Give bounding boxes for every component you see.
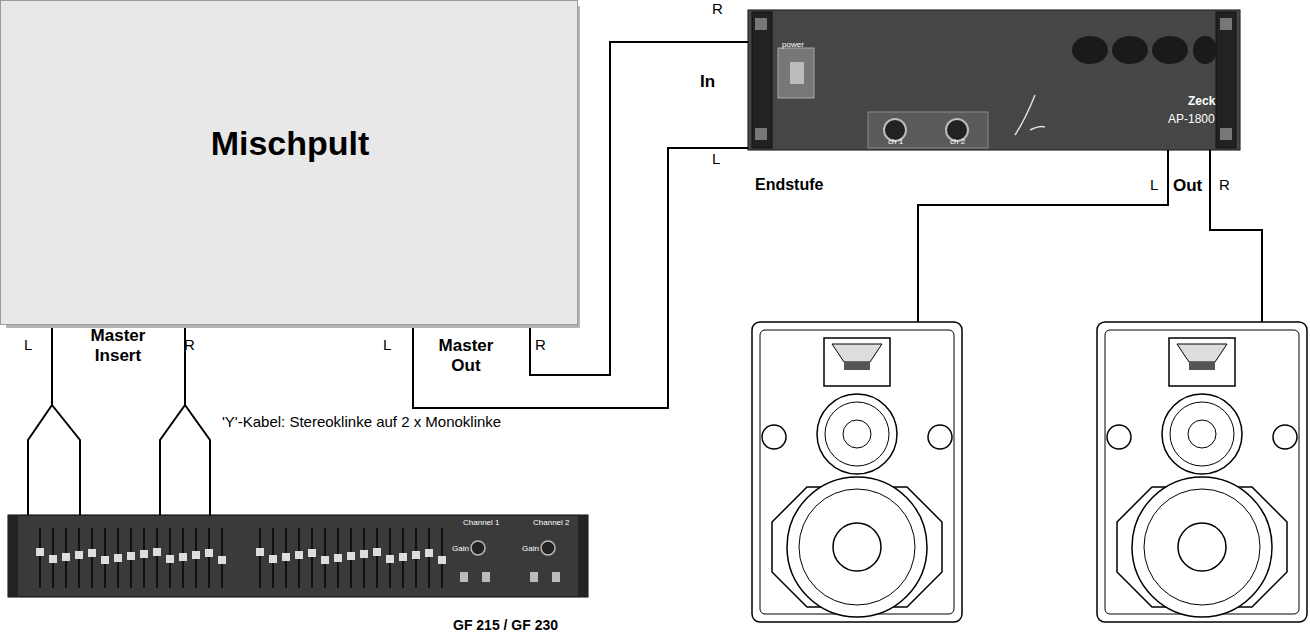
- channel-label: L: [1150, 176, 1158, 193]
- fader-knob: [425, 549, 433, 557]
- fader-knob: [256, 548, 264, 556]
- cable: [28, 325, 80, 515]
- fader-knob: [153, 548, 161, 556]
- fader-knob: [49, 555, 57, 563]
- fader-knob: [412, 551, 420, 559]
- fader-slot: [311, 528, 313, 588]
- node-title: Endstufe: [755, 176, 823, 194]
- fader-knob: [192, 551, 200, 559]
- fader-knob: [373, 548, 381, 556]
- fader-knob: [36, 548, 44, 556]
- fader-slot: [91, 528, 93, 588]
- node-title: Mischpult: [211, 124, 370, 163]
- channel-label: L: [712, 150, 720, 167]
- fader-knob: [438, 556, 446, 564]
- fader-slot: [39, 528, 41, 588]
- equalizer-front: [8, 515, 588, 597]
- fader-knob: [321, 556, 329, 564]
- fader-knob: [386, 555, 394, 563]
- equalizer-box: GF 215 / GF 230Channel 1Channel 2GainGai…: [8, 515, 588, 597]
- amplifier-box: Endstufepowerch 1ch 2ZeckAP-1800: [748, 10, 1240, 150]
- channel-label: R: [535, 336, 546, 353]
- cable: [160, 325, 210, 515]
- channel-label: R: [1219, 176, 1230, 193]
- fader-knob: [101, 556, 109, 564]
- fader-slot: [428, 528, 430, 588]
- panel-text: Zeck: [1188, 94, 1215, 108]
- channel-label: L: [24, 336, 32, 353]
- amplifier-front: [748, 10, 1240, 150]
- port-label: Out: [1173, 176, 1202, 196]
- fader-knob: [140, 550, 148, 558]
- panel-text: Channel 1: [463, 518, 499, 527]
- channel-label: In: [700, 72, 715, 92]
- port-label: Master Insert: [83, 326, 153, 366]
- node-title: GF 215 / GF 230: [453, 617, 558, 633]
- fader-knob: [166, 555, 174, 563]
- port-label: 'Y'-Kabel: Stereoklinke auf 2 x Monoklin…: [222, 413, 501, 430]
- fader-knob: [88, 549, 96, 557]
- mixer-box: Mischpult: [0, 0, 578, 325]
- fader-slot: [156, 528, 158, 588]
- fader-slot: [376, 528, 378, 588]
- panel-text: ch 2: [950, 137, 965, 146]
- fader-knob: [399, 553, 407, 561]
- panel-text: Gain: [452, 544, 469, 553]
- panel-text: power: [782, 40, 804, 49]
- fader-knob: [282, 553, 290, 561]
- fader-knob: [114, 554, 122, 562]
- fader-knob: [334, 554, 342, 562]
- panel-text: ch 1: [888, 137, 903, 146]
- fader-knob: [269, 555, 277, 563]
- channel-label: R: [184, 336, 195, 353]
- channel-label: L: [383, 336, 391, 353]
- fader-slot: [208, 528, 210, 588]
- fader-knob: [347, 552, 355, 560]
- fader-knob: [75, 551, 83, 559]
- fader-slot: [259, 528, 261, 588]
- fader-knob: [295, 551, 303, 559]
- fader-knob: [218, 556, 226, 564]
- channel-label: R: [712, 0, 723, 17]
- port-label: Master Out: [436, 336, 496, 376]
- fader-knob: [179, 553, 187, 561]
- fader-knob: [360, 550, 368, 558]
- panel-text: Channel 2: [533, 518, 569, 527]
- panel-text: AP-1800: [1168, 112, 1215, 126]
- fader-knob: [127, 552, 135, 560]
- fader-knob: [205, 549, 213, 557]
- panel-text: Gain: [522, 544, 539, 553]
- fader-knob: [62, 553, 70, 561]
- fader-knob: [308, 549, 316, 557]
